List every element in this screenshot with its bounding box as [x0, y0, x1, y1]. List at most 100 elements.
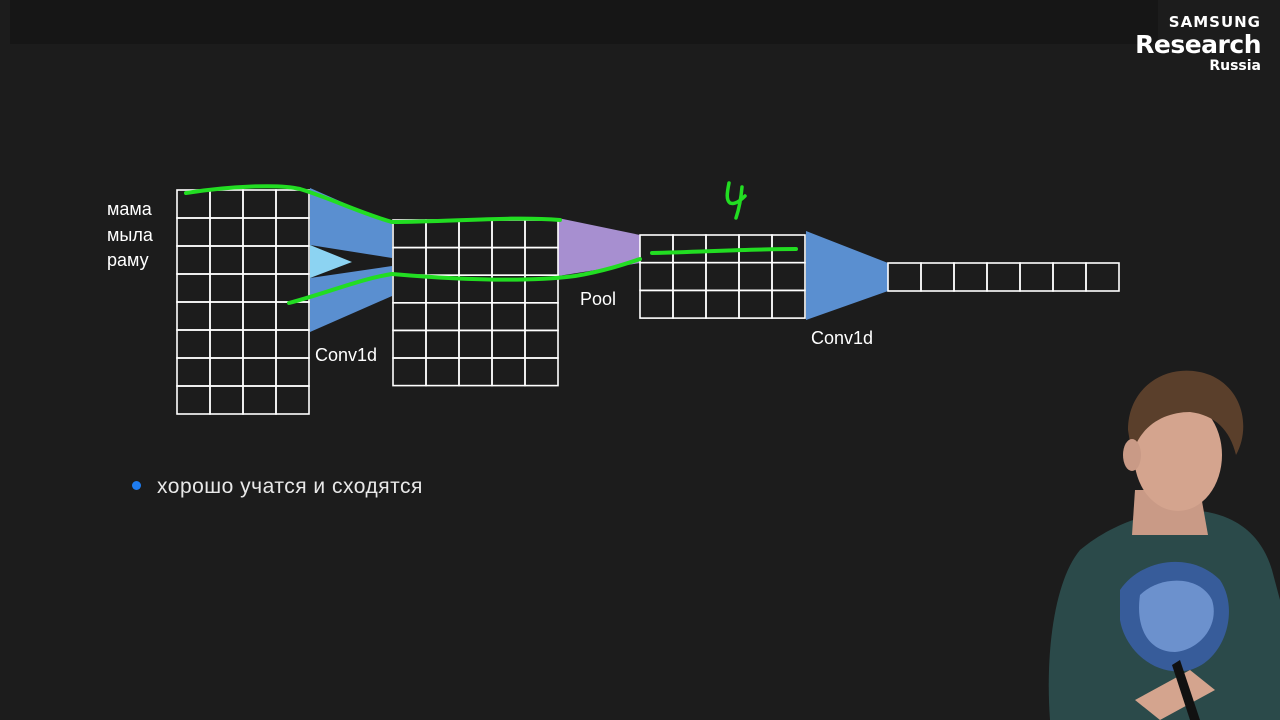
- grid-cell: [392, 357, 427, 387]
- grid-cell: [986, 262, 1021, 292]
- grid-cell: [458, 246, 493, 277]
- grid-cell: [209, 273, 244, 303]
- grid-cell: [524, 301, 559, 332]
- grid-cell: [242, 217, 277, 247]
- grid-cell: [392, 219, 427, 249]
- grid-cell: [425, 301, 460, 332]
- grid-cell: [242, 189, 277, 219]
- grid-cell: [639, 234, 674, 264]
- logo-line-1: SAMSUNG: [1168, 13, 1261, 31]
- input-word-3: раму: [107, 250, 149, 270]
- grid-cell: [771, 261, 806, 292]
- grid-cell: [953, 262, 988, 292]
- grid-cell: [209, 301, 244, 331]
- grid-cell: [242, 273, 277, 303]
- grid-cell: [392, 274, 427, 304]
- grid-cell: [242, 329, 277, 359]
- highlight-stroke-pool: [650, 247, 798, 255]
- grid-cell: [176, 329, 211, 359]
- grid-cell: [209, 385, 244, 415]
- grid-cell: [275, 385, 310, 415]
- conv1-middle-triangle: [310, 245, 352, 278]
- grid-cell: [425, 219, 460, 249]
- highlight-stroke-top: [184, 184, 562, 225]
- grid-cell: [491, 219, 526, 249]
- grid-cell: [209, 329, 244, 359]
- grid-cell: [524, 329, 559, 359]
- grid-cell: [176, 245, 211, 275]
- grid-cell: [176, 301, 211, 331]
- grid-cell: [1019, 262, 1054, 292]
- grid-cell: [275, 329, 310, 359]
- grid-cell: [491, 246, 526, 277]
- grid-cell: [887, 262, 922, 292]
- grid-cell: [392, 329, 427, 359]
- pool-label: Pool: [580, 289, 617, 309]
- grid-cell: [209, 217, 244, 247]
- highlight-stroke-bottom: [287, 257, 642, 305]
- grid-cell: [425, 246, 460, 277]
- conv1-label: Conv1d: [315, 345, 378, 365]
- grid-cell: [176, 385, 211, 415]
- input-embedding-grid: [176, 189, 310, 415]
- grid-cell: [491, 357, 526, 387]
- grid-cell: [705, 261, 740, 292]
- top-bar: [10, 0, 1158, 44]
- grid-cell: [1085, 262, 1120, 292]
- grid-cell: [639, 289, 674, 319]
- conv2-output-grid: [887, 262, 1120, 292]
- grid-cell: [672, 289, 707, 319]
- bullet-dot: [132, 481, 141, 490]
- logo-line-3: Russia: [1209, 58, 1261, 74]
- conv2-label: Conv1d: [811, 328, 874, 348]
- grid-cell: [458, 301, 493, 332]
- conv1-output-grid: [392, 219, 559, 387]
- grid-cell: [392, 301, 427, 332]
- grid-cell: [425, 357, 460, 387]
- grid-cell: [242, 301, 277, 331]
- grid-cell: [458, 329, 493, 359]
- conv1-lower-trapezoid: [310, 266, 392, 332]
- grid-cell: [920, 262, 955, 292]
- grid-cell: [209, 189, 244, 219]
- grid-cell: [275, 357, 310, 387]
- grid-cell: [176, 189, 211, 219]
- input-word-2: мыла: [107, 225, 153, 245]
- grid-cell: [176, 217, 211, 247]
- grid-cell: [458, 219, 493, 249]
- grid-cell: [672, 261, 707, 292]
- grid-cell: [524, 246, 559, 277]
- grid-cell: [209, 245, 244, 275]
- grid-cell: [275, 301, 310, 331]
- samsung-research-logo: SAMSUNG Research Russia: [1135, 13, 1261, 75]
- grid-cell: [1052, 262, 1087, 292]
- grid-cell: [705, 289, 740, 319]
- grid-cell: [275, 245, 310, 275]
- grid-cell: [524, 219, 559, 249]
- grid-cell: [275, 217, 310, 247]
- input-word-1: мама: [107, 199, 152, 219]
- bullet-text: хорошо учатся и сходятся: [157, 475, 423, 498]
- grid-cell: [242, 357, 277, 387]
- logo-line-2: Research: [1135, 30, 1261, 59]
- grid-cell: [491, 301, 526, 332]
- grid-cell: [209, 357, 244, 387]
- grid-cell: [738, 261, 773, 292]
- grid-cell: [738, 289, 773, 319]
- conv1-upper-trapezoid: [310, 188, 392, 258]
- grid-cell: [242, 385, 277, 415]
- grid-cell: [672, 234, 707, 264]
- grid-cell: [524, 357, 559, 387]
- grid-cell: [392, 246, 427, 277]
- presenter-figure: [1048, 370, 1280, 720]
- grid-cell: [425, 329, 460, 359]
- grid-cell: [176, 357, 211, 387]
- pool-trapezoid: [558, 218, 640, 276]
- grid-cell: [771, 289, 806, 319]
- grid-cell: [275, 189, 310, 219]
- grid-cell: [242, 245, 277, 275]
- grid-cell: [491, 329, 526, 359]
- handwritten-four: [725, 181, 747, 220]
- grid-cell: [458, 357, 493, 387]
